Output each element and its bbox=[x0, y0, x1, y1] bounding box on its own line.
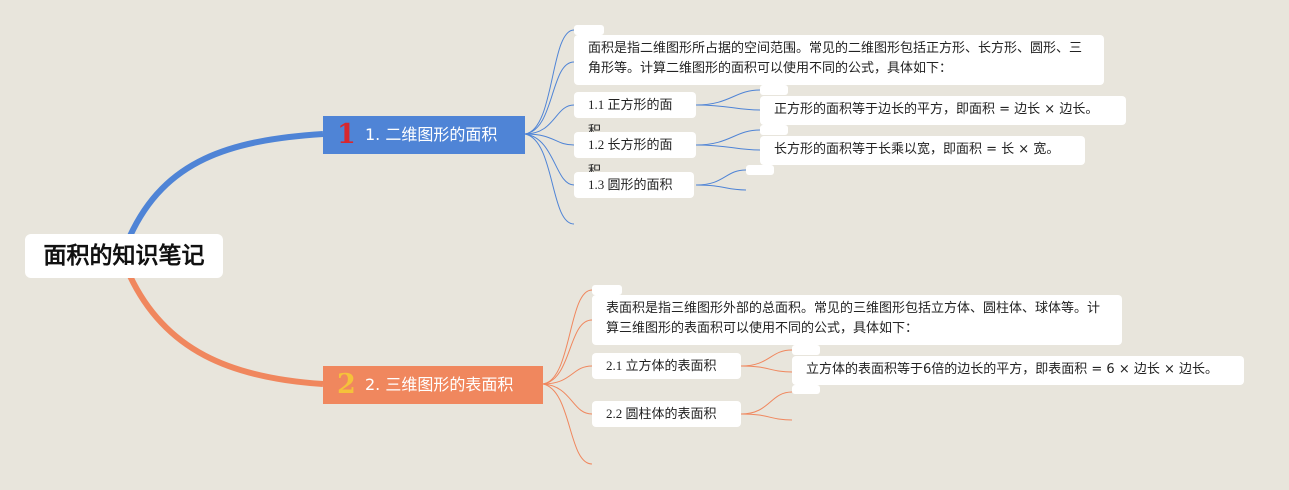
subtopic-cylinder-surface-area[interactable]: 2.2 圆柱体的表面积 bbox=[592, 401, 741, 427]
detail-text: 立方体的表面积等于6倍的边长的平方，即表面积 = 6 × 边长 × 边长。 bbox=[806, 362, 1219, 377]
rectangle-area-formula-note[interactable]: 长方形的面积等于长乘以宽，即面积 = 长 × 宽。 bbox=[760, 136, 1085, 165]
subtopic-label: 1.3 圆形的面积 bbox=[588, 177, 673, 192]
subtopic-cube-surface-area[interactable]: 2.1 立方体的表面积 bbox=[592, 353, 741, 379]
branch-1-connectors bbox=[524, 29, 761, 225]
branch-2-intro-text: 表面积是指三维图形外部的总面积。常见的三维图形包括立方体、圆柱体、球体等。计算三… bbox=[606, 301, 1101, 336]
subtopic-square-area[interactable]: 1.1 正方形的面积 bbox=[574, 92, 696, 138]
empty-topic-placeholder[interactable] bbox=[760, 125, 788, 135]
branch-2-connectors bbox=[542, 289, 793, 465]
empty-topic-placeholder[interactable] bbox=[760, 85, 788, 95]
subtopic-circle-area[interactable]: 1.3 圆形的面积 bbox=[574, 172, 694, 198]
root-to-branch-2-connector bbox=[127, 274, 324, 387]
detail-text: 长方形的面积等于长乘以宽，即面积 = 长 × 宽。 bbox=[774, 142, 1060, 157]
cube-surface-formula-note[interactable]: 立方体的表面积等于6倍的边长的平方，即表面积 = 6 × 边长 × 边长。 bbox=[792, 356, 1244, 385]
square-area-formula-note[interactable]: 正方形的面积等于边长的平方，即面积 = 边长 × 边长。 bbox=[760, 96, 1126, 125]
branch-topic-2d-area[interactable]: 1 1. 二维图形的面积 bbox=[323, 116, 525, 154]
empty-topic-placeholder[interactable] bbox=[574, 25, 604, 35]
branch-2-number-marker: 2 bbox=[337, 369, 356, 400]
detail-text: 正方形的面积等于边长的平方，即面积 = 边长 × 边长。 bbox=[774, 102, 1099, 117]
subtopic-label: 2.2 圆柱体的表面积 bbox=[606, 406, 717, 421]
root-topic[interactable]: 面积的知识笔记 bbox=[25, 234, 223, 278]
root-to-branch-1-connector bbox=[127, 131, 324, 238]
subtopic-label: 2.1 立方体的表面积 bbox=[606, 358, 717, 373]
branch-1-number-marker: 1 bbox=[337, 119, 356, 150]
empty-topic-placeholder[interactable] bbox=[592, 285, 622, 295]
empty-topic-placeholder[interactable] bbox=[746, 165, 774, 175]
empty-topic-placeholder[interactable] bbox=[792, 385, 820, 394]
branch-1-intro-text: 面积是指二维图形所占据的空间范围。常见的二维图形包括正方形、长方形、圆形、三角形… bbox=[588, 41, 1083, 76]
empty-topic-placeholder[interactable] bbox=[792, 345, 820, 355]
subtopic-rectangle-area[interactable]: 1.2 长方形的面积 bbox=[574, 132, 696, 178]
branch-topic-3d-surface-area[interactable]: 2 2. 三维图形的表面积 bbox=[323, 366, 543, 404]
branch-1-intro-note[interactable]: 面积是指二维图形所占据的空间范围。常见的二维图形包括正方形、长方形、圆形、三角形… bbox=[574, 35, 1104, 85]
branch-1-title: 1. 二维图形的面积 bbox=[365, 125, 498, 144]
branch-2-intro-note[interactable]: 表面积是指三维图形外部的总面积。常见的三维图形包括立方体、圆柱体、球体等。计算三… bbox=[592, 295, 1122, 345]
branch-2-title: 2. 三维图形的表面积 bbox=[365, 375, 514, 394]
